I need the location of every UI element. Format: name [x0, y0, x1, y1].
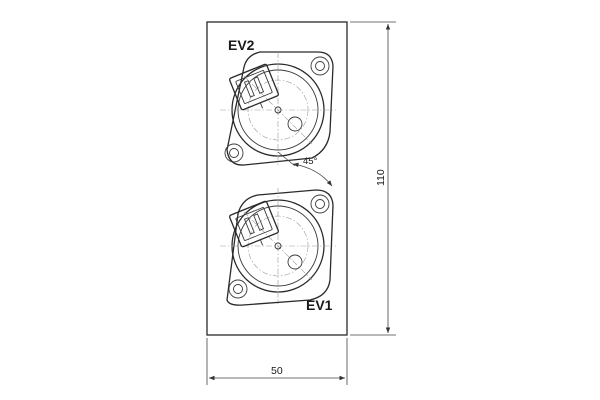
- label-ev2: EV2: [228, 37, 255, 53]
- label-height: 110: [375, 169, 387, 186]
- center-pin: [274, 242, 282, 250]
- centerline-diag: [243, 211, 313, 281]
- flange-hole-outer-bottom-left: [228, 279, 248, 299]
- flange-ev1: [226, 189, 334, 306]
- label-ev1: EV1: [306, 297, 333, 313]
- flange-hole-bottom-left: [229, 148, 239, 158]
- plug-ev2: [229, 63, 279, 111]
- width-dimension: [206, 338, 348, 385]
- label-width: 50: [271, 365, 283, 377]
- connector-ev2: [220, 51, 336, 166]
- centerline-diag: [243, 75, 313, 145]
- flange-hole-bottom-left: [233, 284, 243, 294]
- angle-dimension: [277, 151, 333, 187]
- flange-hole-top-right: [315, 199, 325, 209]
- flange-hole-outer-top-right: [310, 194, 330, 214]
- flange-hole-top-right: [315, 61, 325, 71]
- flange-ev2: [226, 51, 334, 166]
- connector-ev1: [220, 188, 336, 306]
- flange-hole-outer-bottom-left: [224, 143, 244, 163]
- flange-hole-outer-top-right: [310, 56, 330, 76]
- plug-ev1: [229, 200, 279, 248]
- center-pin: [274, 106, 282, 114]
- label-angle: 45°: [303, 156, 318, 167]
- pin-hole: [287, 116, 303, 132]
- pin-hole: [287, 254, 303, 270]
- height-dimension: [350, 21, 396, 336]
- mounting-plate: [206, 21, 348, 336]
